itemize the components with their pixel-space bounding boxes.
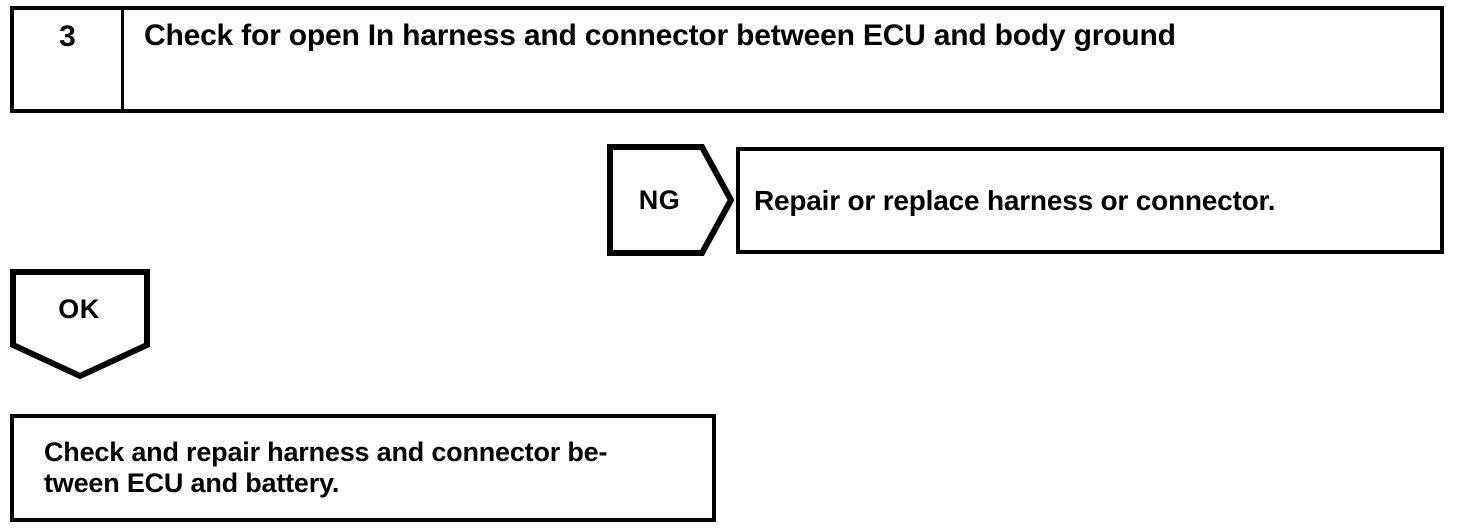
step-number-cell: 3 [14,10,124,109]
ok-result-line-1: Check and repair harness and connector b… [44,436,608,467]
step-number-text: 3 [59,20,76,53]
ng-chevron-shape [607,144,734,256]
step-title-cell: Check for open In harness and connector … [128,10,1440,109]
ok-branch-pentagon [9,268,151,380]
ng-result-box: Repair or replace harness or connector. [736,147,1444,254]
ok-result-box: Check and repair harness and connector b… [10,414,716,522]
ok-result-line-2: tween ECU and battery. [44,468,340,498]
ng-branch-chevron [607,144,734,256]
step-title-text: Check for open In harness and connector … [144,19,1176,52]
ok-pentagon-shape [10,269,150,380]
ng-result-text: Repair or replace harness or connector. [754,184,1276,216]
step-header-row: 3 Check for open In harness and connecto… [10,6,1444,113]
